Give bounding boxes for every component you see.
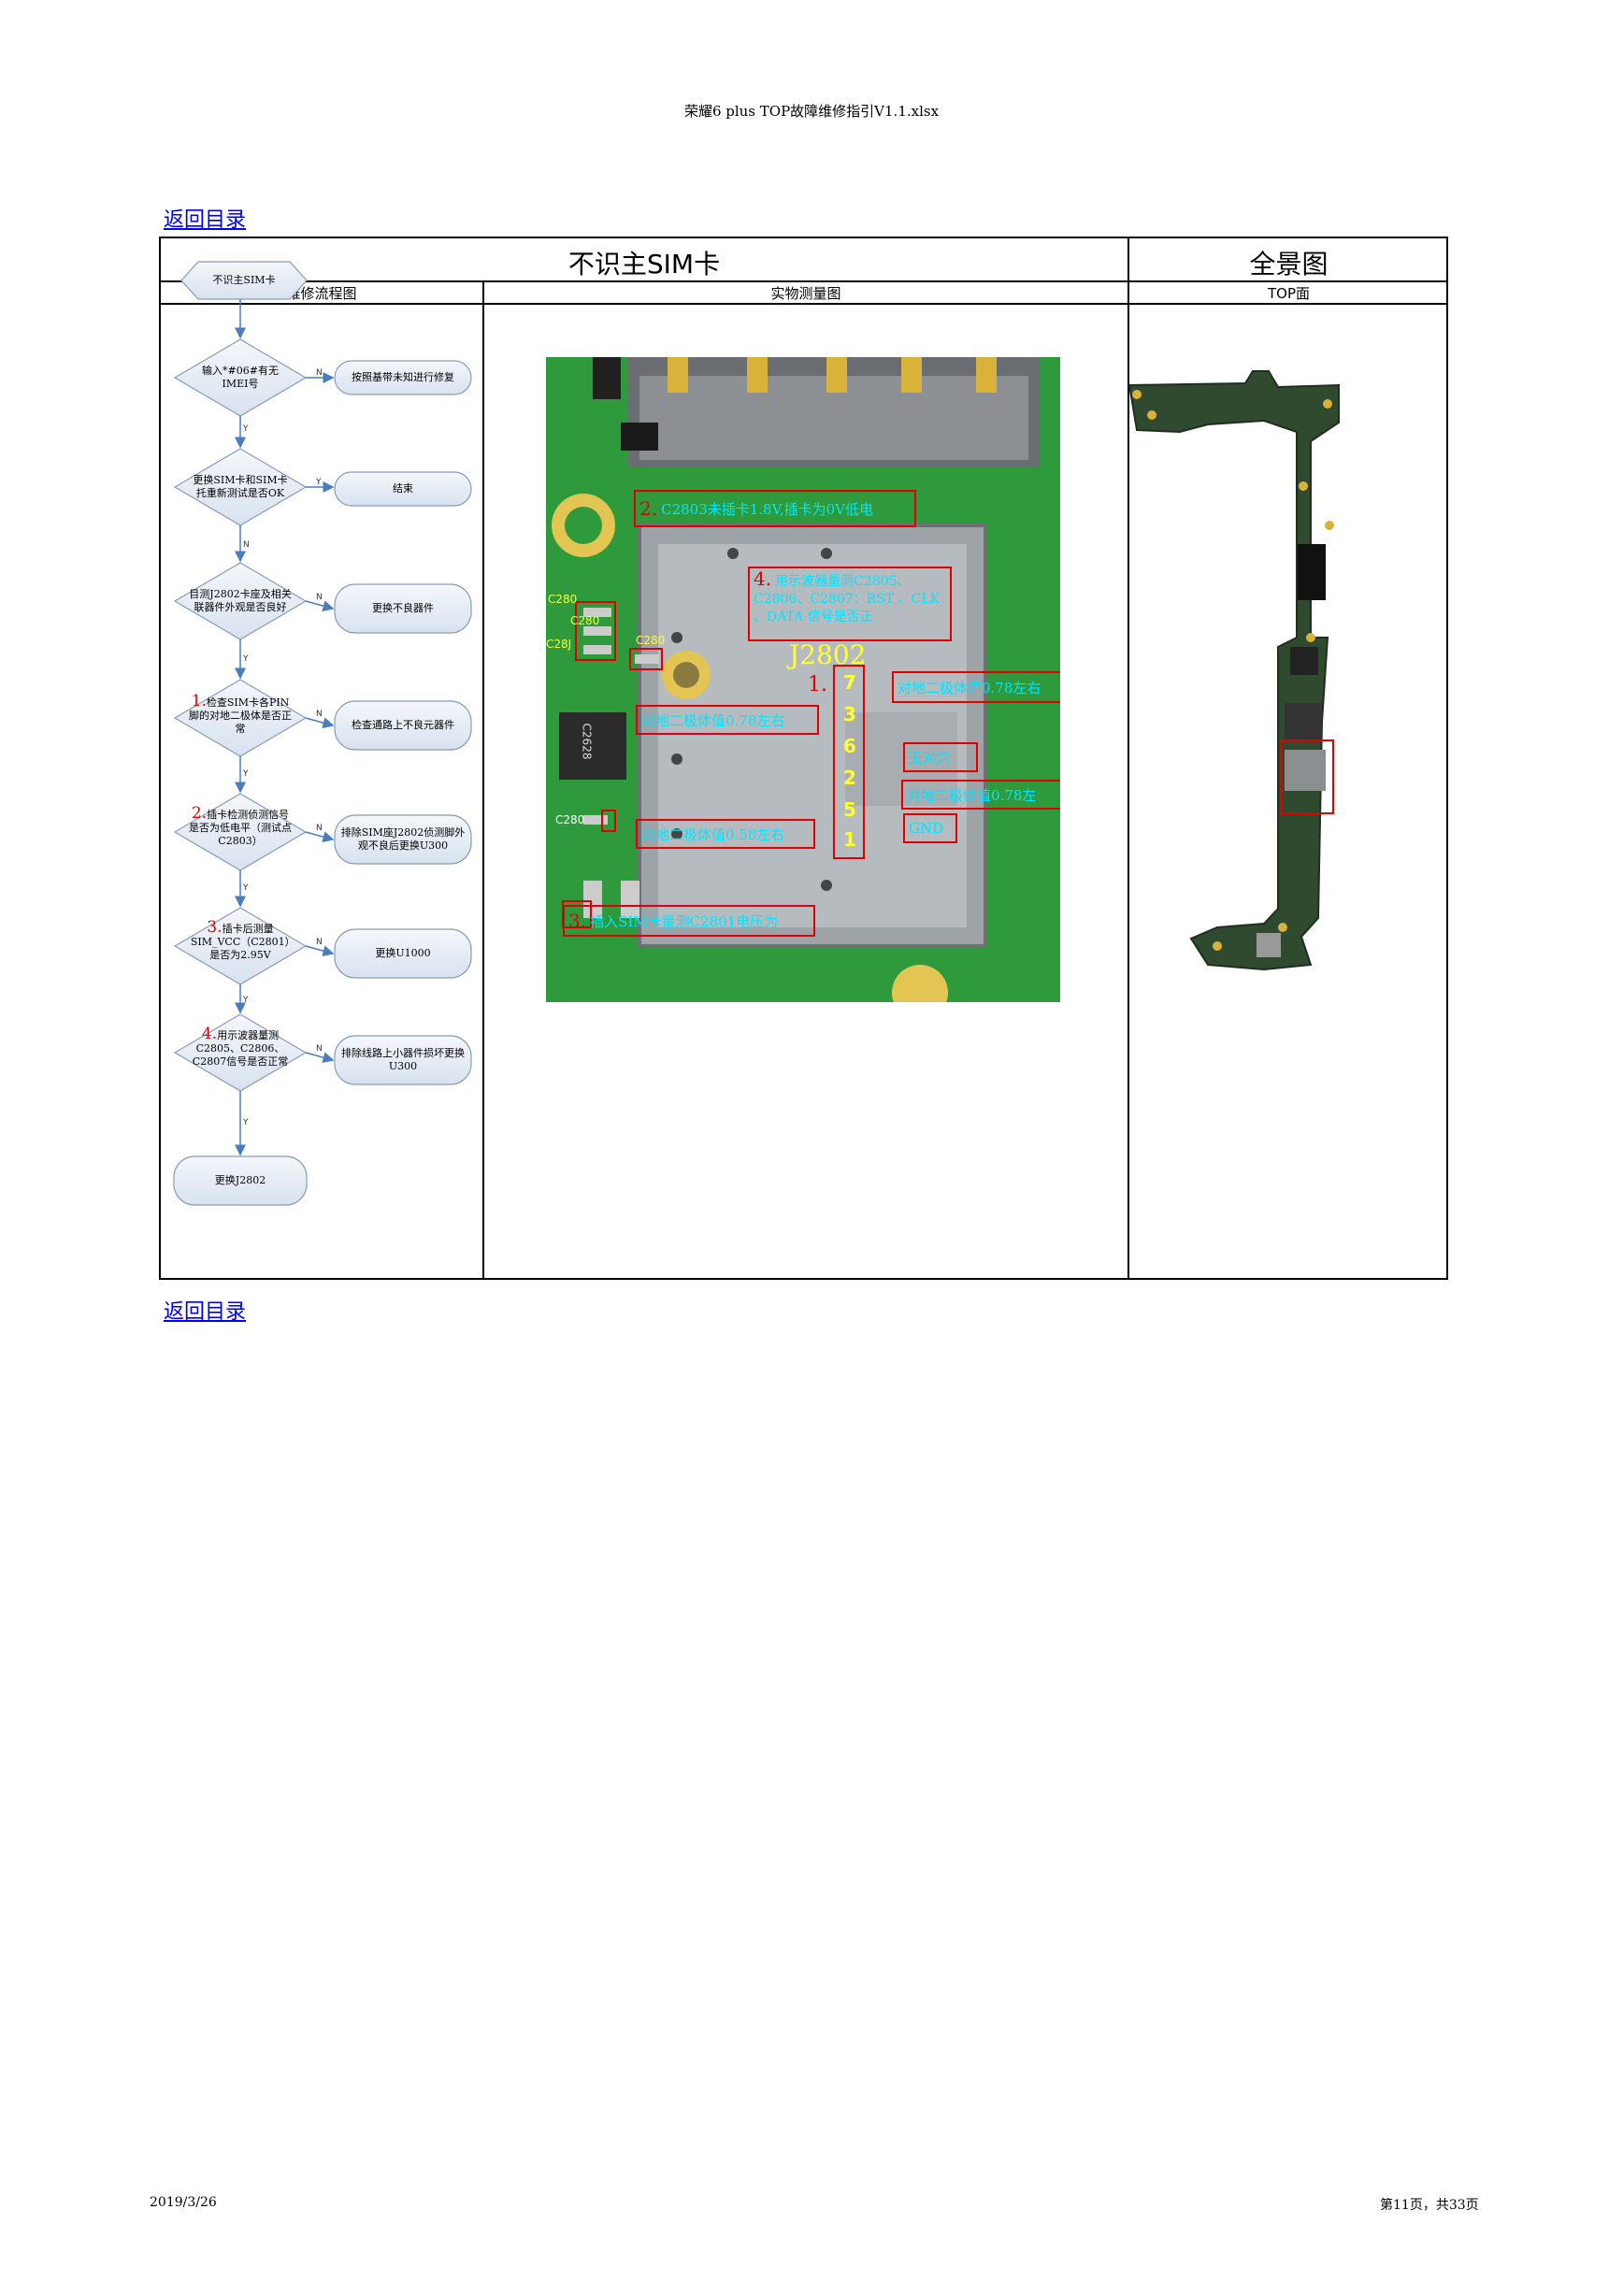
annotation-pin2: 对地二极体值0.78左 — [901, 780, 1060, 810]
footer-page-number: 第11页，共33页 — [1380, 2198, 1479, 2213]
annotation-pin6: 无对穴 — [903, 742, 978, 772]
flow-label-y6: Y — [242, 996, 249, 1005]
overview-title: 全景图 — [1249, 249, 1329, 280]
repair-sheet: 不识主SIM卡 全景图 维修流程图 实物测量图 TOP面 — [159, 237, 1448, 1280]
flow-label-n7: N — [316, 1044, 323, 1054]
flow-label-y4: Y — [242, 769, 249, 779]
flow-action-end: 结束 — [393, 482, 413, 495]
document-header: 荣耀6 plus TOP故障维修指引V1.1.xlsx — [683, 103, 940, 120]
flow-end-replace-j2802: 更换J2802 — [214, 1174, 266, 1186]
top-board-overview — [1127, 370, 1340, 971]
flow-action-check-path: 检查通路上不良元器件 — [352, 719, 454, 731]
flow-decision-imei: 输入*#06#有无IMEI号 — [202, 365, 279, 390]
footer-date: 2019/3/26 — [150, 2195, 217, 2210]
flow-start: 不识主SIM卡 — [212, 274, 276, 286]
flow-label-y3: Y — [242, 654, 249, 664]
cap-label-5: C280 — [555, 813, 585, 826]
flow-action-replace-u1000: 更换U1000 — [375, 947, 431, 959]
flow-decision-pin-diode: 1.检查SIM卡各PIN脚的对地二极体是否正常 — [189, 692, 292, 736]
flow-label-n5: N — [316, 824, 323, 833]
repair-flowchart: N Y Y N N Y N Y N Y N Y N Y — [173, 261, 472, 1206]
flow-decision-oscilloscope: 4.用示波器量测C2805、C2806、C2807信号是否正常 — [192, 1025, 289, 1069]
annotation-pin5: GND — [903, 813, 957, 843]
annotation-c2803: 2.C2803未插卡1.8V,插卡为0V低电 — [634, 490, 916, 527]
annotation-pin7: 对地二极体值0.78左右 — [892, 671, 1060, 703]
col-top-header: TOP面 — [1267, 285, 1310, 302]
annotation-pin3: 对地二极体值0.78左右 — [636, 705, 819, 735]
flow-action-replace-u300-b: 排除线路上小器件损坏更换U300 — [341, 1047, 465, 1072]
pin-number-1: 1 — [843, 828, 856, 851]
step-number-2: 2. — [191, 804, 208, 823]
cap-label-1: C280 — [548, 593, 578, 606]
back-to-index-link-bottom[interactable]: 返回目录 — [164, 1300, 247, 1324]
flow-label-n2: N — [243, 540, 250, 550]
cap-label-4: C280 — [636, 634, 666, 647]
row-divider-2 — [161, 303, 1446, 305]
flow-action-replace-part: 更换不良器件 — [372, 602, 434, 614]
main-title: 不识主SIM卡 — [567, 249, 721, 280]
chip-marking: C2628 — [580, 723, 594, 760]
flow-label-y1: Y — [242, 424, 249, 434]
flow-label-y5: Y — [242, 883, 249, 893]
flow-action-baseband: 按照基带未知进行修复 — [352, 371, 454, 383]
pin-number-7: 7 — [843, 671, 856, 694]
annotation-pin1: 对地二极体值0.58左右 — [636, 819, 815, 849]
step-number-1: 1. — [191, 692, 207, 710]
col-flow-header: 维修流程图 — [286, 285, 357, 302]
step-number-3: 3. — [207, 918, 223, 937]
pin-number-6: 6 — [843, 735, 856, 757]
annotation-c2801: 3.插入SIM卡量测C2801电压为 — [563, 905, 815, 937]
pcb-drawing — [546, 357, 1060, 1002]
flow-action-replace-u300-a: 排除SIM座J2802侦测脚外观不良后更换U300 — [340, 826, 466, 852]
pin-number-3: 3 — [843, 703, 856, 725]
flow-decision-visual: 目测J2802卡座及相关联器件外观是否良好 — [189, 588, 292, 613]
pin-number-5: 5 — [843, 798, 856, 821]
col-photo-header: 实物测量图 — [770, 285, 841, 302]
row-divider-1 — [161, 280, 1446, 282]
cap-label-3: C28J — [546, 638, 572, 651]
col-divider-1 — [482, 280, 484, 1278]
flow-label-n3: N — [316, 593, 323, 602]
flow-label-y2: Y — [315, 478, 322, 487]
annotation-oscilloscope: 4.用示波器量测C2805、C2806、C2807：RST 、CLK 、DATA… — [748, 567, 952, 641]
flow-label-y7: Y — [242, 1118, 249, 1127]
pin-number-2: 2 — [843, 767, 856, 789]
connector-label: J2802 — [789, 639, 867, 670]
flow-label-n6: N — [316, 938, 323, 947]
step-number-4: 4. — [201, 1025, 218, 1043]
step-number-photo-1: 1. — [808, 673, 827, 696]
flow-label-n1: N — [316, 368, 323, 378]
flow-decision-sim-vcc: 3.插卡后测量SIM_VCC（C2801）是否为2.95V — [190, 918, 291, 962]
pcb-measurement-photo: C280 C280 C28J C280 C280 C2628 2.C2803未插… — [546, 357, 1060, 1002]
back-to-index-link-top[interactable]: 返回目录 — [164, 208, 247, 232]
cap-label-2: C280 — [570, 614, 600, 627]
flow-decision-swap-card: 更换SIM卡和SIM卡托重新测试是否OK — [193, 474, 288, 499]
flow-decision-detect-signal: 2.插卡检测侦测信号是否为低电平（测试点C2803） — [189, 804, 292, 848]
col-divider-2 — [1127, 238, 1129, 1278]
flow-label-n4: N — [316, 710, 323, 719]
